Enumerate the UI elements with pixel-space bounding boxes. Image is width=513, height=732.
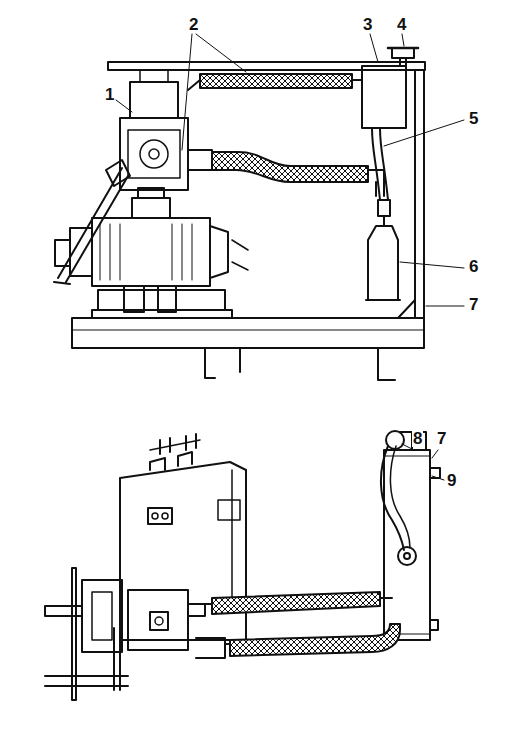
callout-number: 7 <box>468 296 479 313</box>
callout-number: 8 <box>412 430 423 447</box>
callout-number: 5 <box>468 110 479 127</box>
callout-number: 2 <box>188 16 199 33</box>
callout-number: 9 <box>446 472 457 489</box>
callout-number: 6 <box>468 258 479 275</box>
callout-number: 7 <box>436 430 447 447</box>
callout-number: 4 <box>396 16 407 33</box>
callout-number: 3 <box>362 16 373 33</box>
callout-number: 1 <box>104 86 115 103</box>
